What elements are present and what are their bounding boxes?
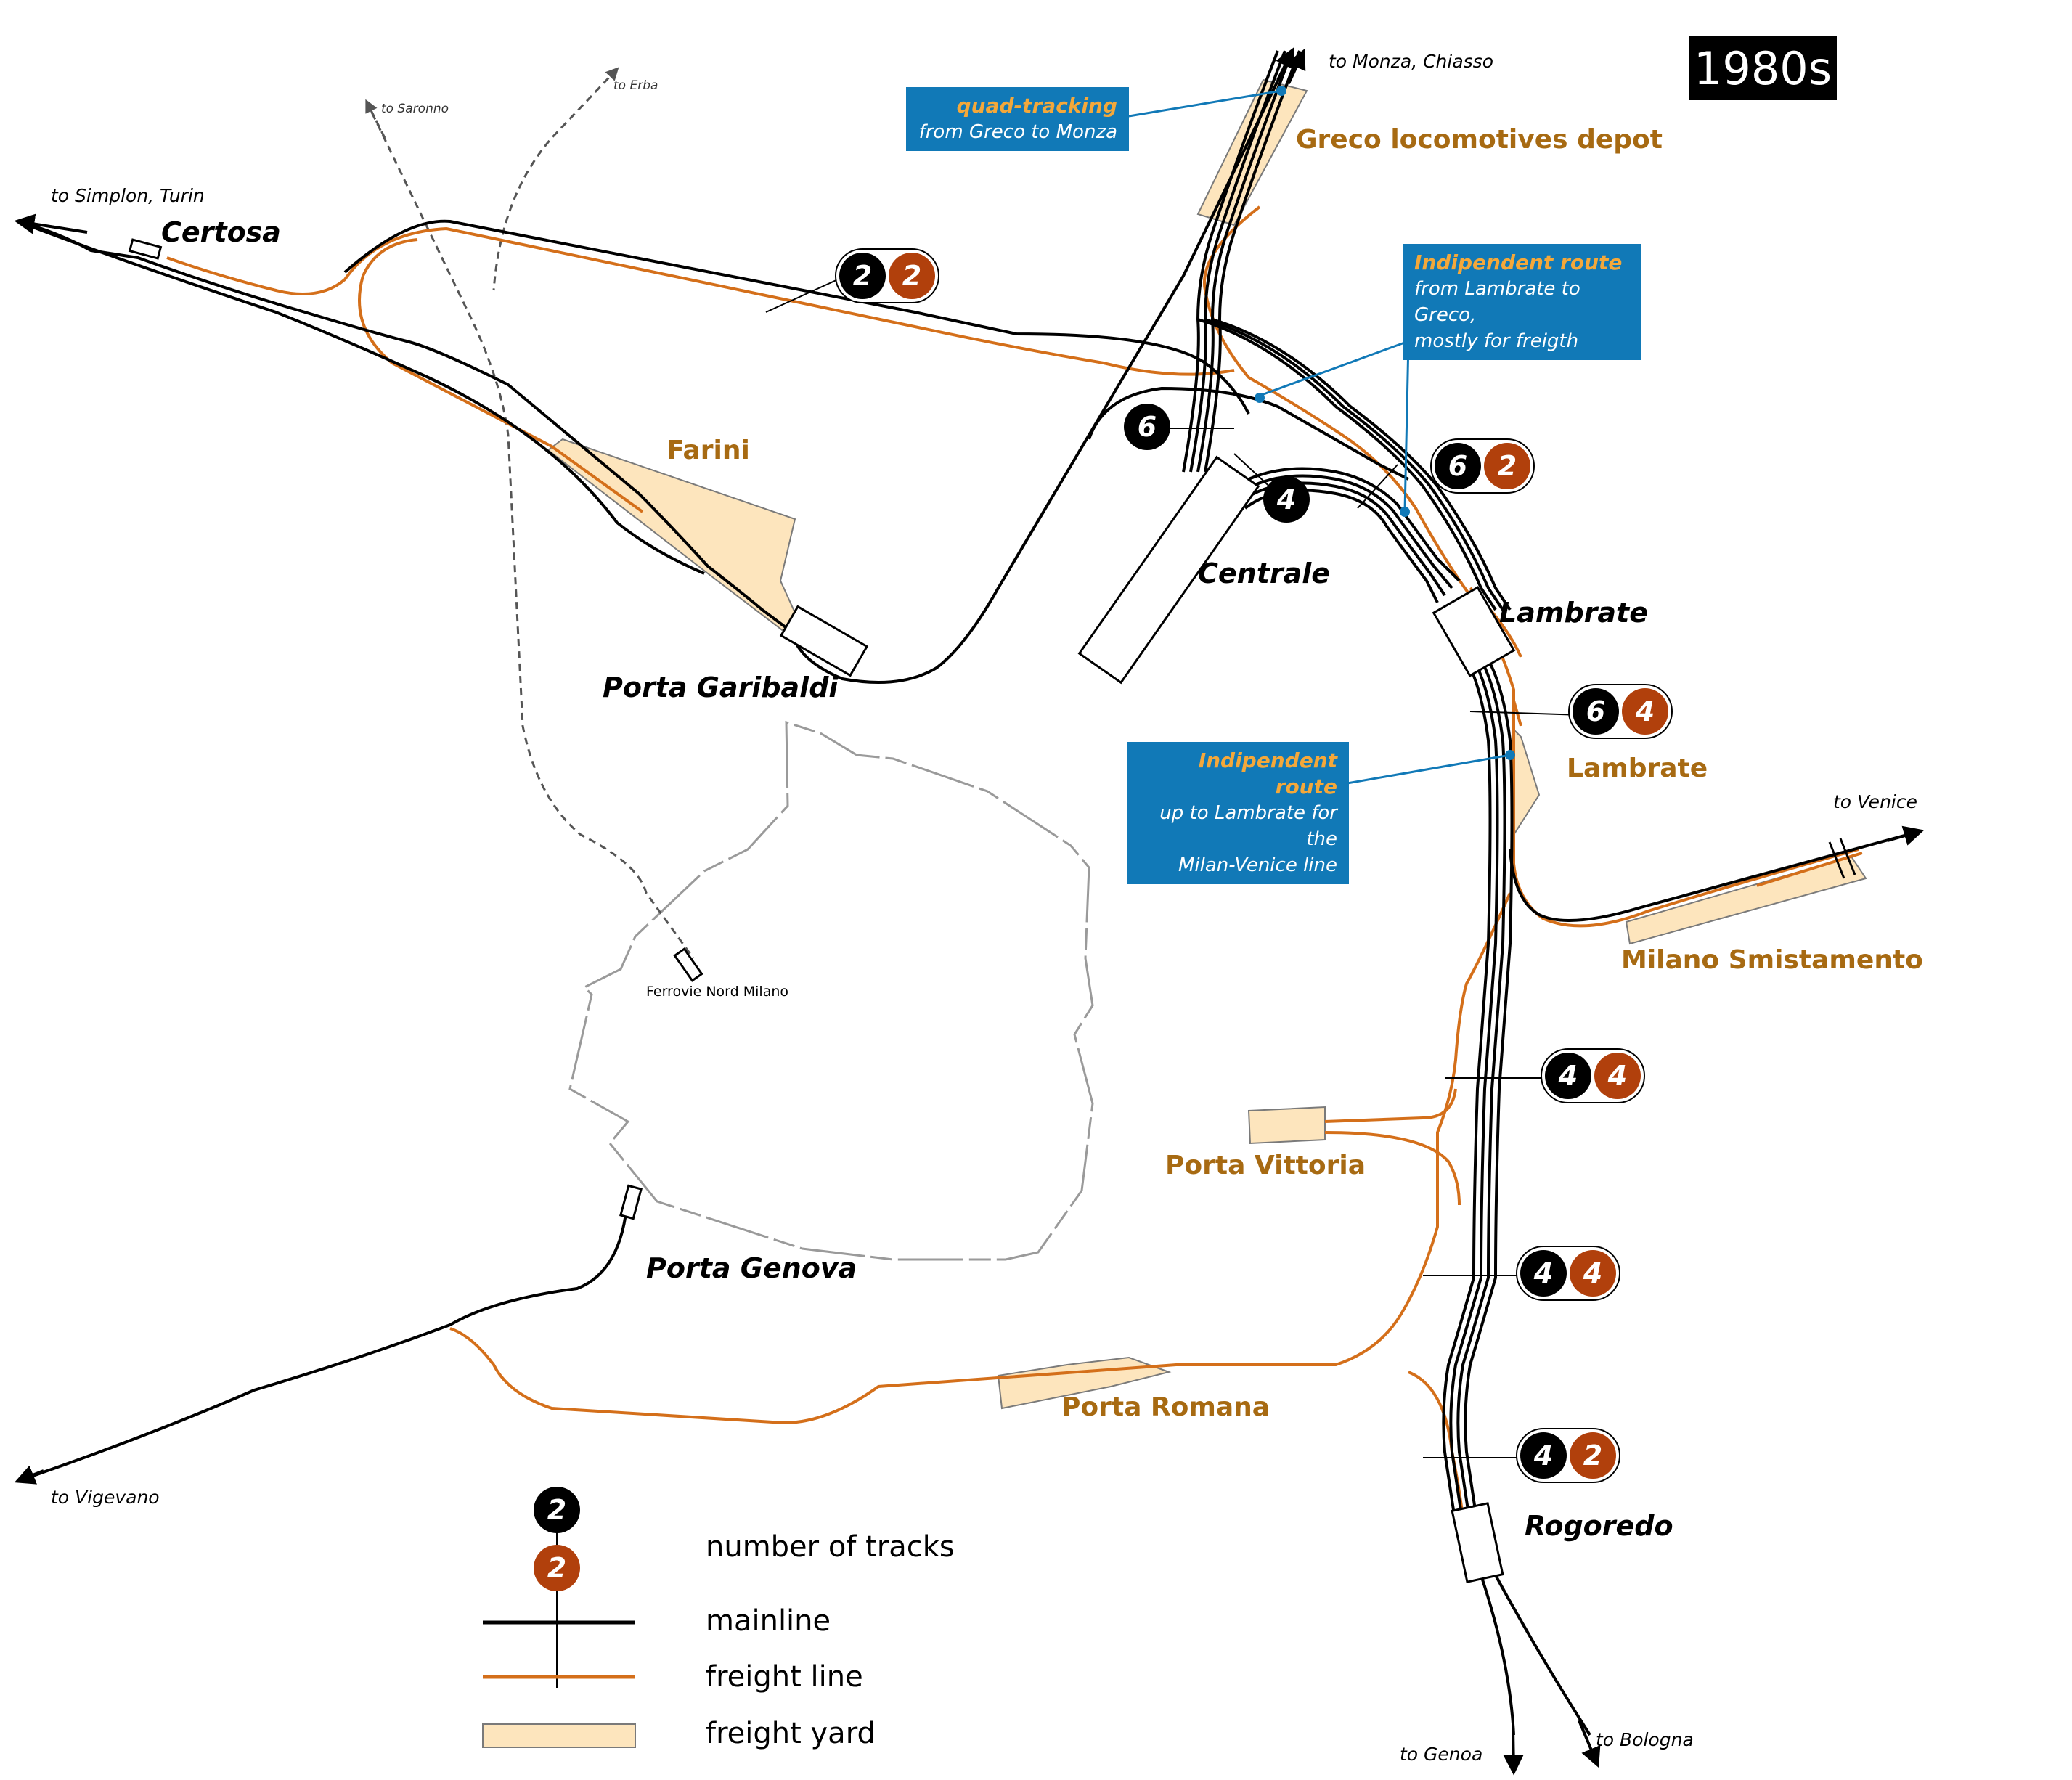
yard-lambrate [1513, 727, 1541, 838]
mainline-count: 4 [1520, 1250, 1567, 1297]
callout-greco-line2: mostly for freigth [1414, 330, 1579, 352]
callout-indipendent-venice: Indipendent route up to Lambrate for the… [1127, 742, 1349, 884]
station-box-porta-genova [619, 1184, 643, 1220]
station-label-ferrovie-nord: Ferrovie Nord Milano [646, 984, 789, 1000]
track-badge-porta-romana: 4 4 [1516, 1246, 1620, 1301]
dest-bologna: to Bologna [1596, 1729, 1694, 1750]
nord-line-saronno-arrow [365, 99, 386, 139]
track-badge-north-certosa: 2 2 [835, 248, 939, 303]
dest-vigevano: to Vigevano [51, 1487, 160, 1508]
yard-label-smistamento: Milano Smistamento [1621, 945, 1923, 975]
station-box-centrale [1077, 455, 1260, 685]
legend-label-mainline: mainline [706, 1604, 831, 1638]
yard-porta-romana [997, 1356, 1172, 1410]
station-box-certosa [128, 238, 163, 260]
nord-line-erba [492, 67, 619, 291]
legend-label-tracks: number of tracks [706, 1530, 955, 1564]
track-badge-lambrate-north: 6 2 [1430, 438, 1535, 494]
legend-freight-sample: 2 [534, 1545, 580, 1591]
callout-dots [1255, 86, 1515, 760]
freight-count: 4 [1570, 1250, 1616, 1297]
freight-count: 2 [1570, 1432, 1616, 1479]
venice-line-tick [1828, 838, 1856, 879]
station-boxes [128, 238, 1516, 1583]
yard-porta-vittoria [1247, 1106, 1326, 1145]
dest-erba: to Erba [613, 78, 658, 93]
legend-label-freight: freight line [706, 1660, 863, 1694]
dest-venice: to Venice [1833, 791, 1917, 812]
track-badge-lambrate-south: 6 4 [1568, 684, 1673, 739]
mainline-count: 6 [1573, 688, 1619, 735]
callout-venice-line2: Milan-Venice line [1178, 854, 1337, 876]
freight-count: 4 [1594, 1053, 1641, 1099]
callout-venice-line1: up to Lambrate for the [1159, 802, 1337, 850]
track-badge-centrale-west: 6 [1124, 401, 1170, 453]
freight-count: 4 [1622, 688, 1668, 735]
nord-line-saronno [365, 101, 695, 959]
mainline-count: 4 [1520, 1432, 1567, 1479]
yard-label-greco: Greco locomotives depot [1296, 125, 1663, 155]
station-box-lambrate [1432, 586, 1516, 677]
legend-graphics [482, 1514, 636, 1748]
yard-label-farini: Farini [666, 436, 750, 465]
dest-saronno: to Saronno [381, 102, 449, 116]
station-label-rogoredo: Rogoredo [1525, 1510, 1673, 1542]
station-label-porta-genova: Porta Genova [646, 1252, 857, 1284]
mainline-count: 6 [1124, 404, 1170, 450]
callout-quad-line1: from Greco to Monza [918, 121, 1117, 143]
city-centre-outline [568, 720, 1094, 1261]
station-label-centrale: Centrale [1198, 558, 1331, 589]
yard-label-porta-romana: Porta Romana [1061, 1392, 1270, 1422]
direction-arrows [14, 46, 1925, 1776]
ferrovie-nord-station [673, 947, 703, 982]
callout-greco-line1: from Lambrate to Greco, [1414, 278, 1580, 326]
freight-count: 2 [1484, 443, 1530, 489]
callout-quad-tracking: quad-tracking from Greco to Monza [906, 87, 1129, 151]
freight-count: 2 [889, 253, 935, 299]
legend-label-yard: freight yard [706, 1717, 876, 1750]
track-badge-porta-vittoria: 4 4 [1541, 1048, 1645, 1103]
mainline-count: 6 [1435, 443, 1481, 489]
era-badge: 1980s [1689, 36, 1837, 100]
station-box-rogoredo [1451, 1502, 1504, 1583]
callout-quad-title: quad-tracking [956, 94, 1117, 118]
legend-mainline-sample: 2 [534, 1487, 580, 1533]
callout-venice-title: Indipendent route [1198, 748, 1337, 799]
dest-monza: to Monza, Chiasso [1329, 51, 1494, 72]
track-badge-rogoredo: 4 2 [1516, 1428, 1620, 1483]
dest-simplon: to Simplon, Turin [51, 185, 205, 206]
freight-lines [166, 205, 1863, 1518]
mainline-count: 4 [1263, 476, 1310, 523]
callout-greco-title: Indipendent route [1414, 250, 1623, 274]
track-badge-centrale-east: 4 [1263, 473, 1310, 526]
station-box-porta-garibaldi [779, 605, 869, 677]
station-label-certosa: Certosa [161, 216, 281, 248]
mainline-count: 4 [1545, 1053, 1591, 1099]
station-label-lambrate: Lambrate [1499, 597, 1648, 629]
dest-genoa: to Genoa [1400, 1744, 1483, 1765]
mainline-count: 2 [839, 253, 886, 299]
yard-label-lambrate: Lambrate [1567, 754, 1708, 783]
yard-farini [547, 438, 800, 633]
callout-indipendent-greco: Indipendent route from Lambrate to Greco… [1403, 244, 1641, 360]
callout-leaders [1128, 89, 1511, 785]
yard-label-porta-vittoria: Porta Vittoria [1165, 1151, 1366, 1180]
station-label-porta-garibaldi: Porta Garibaldi [603, 671, 839, 703]
